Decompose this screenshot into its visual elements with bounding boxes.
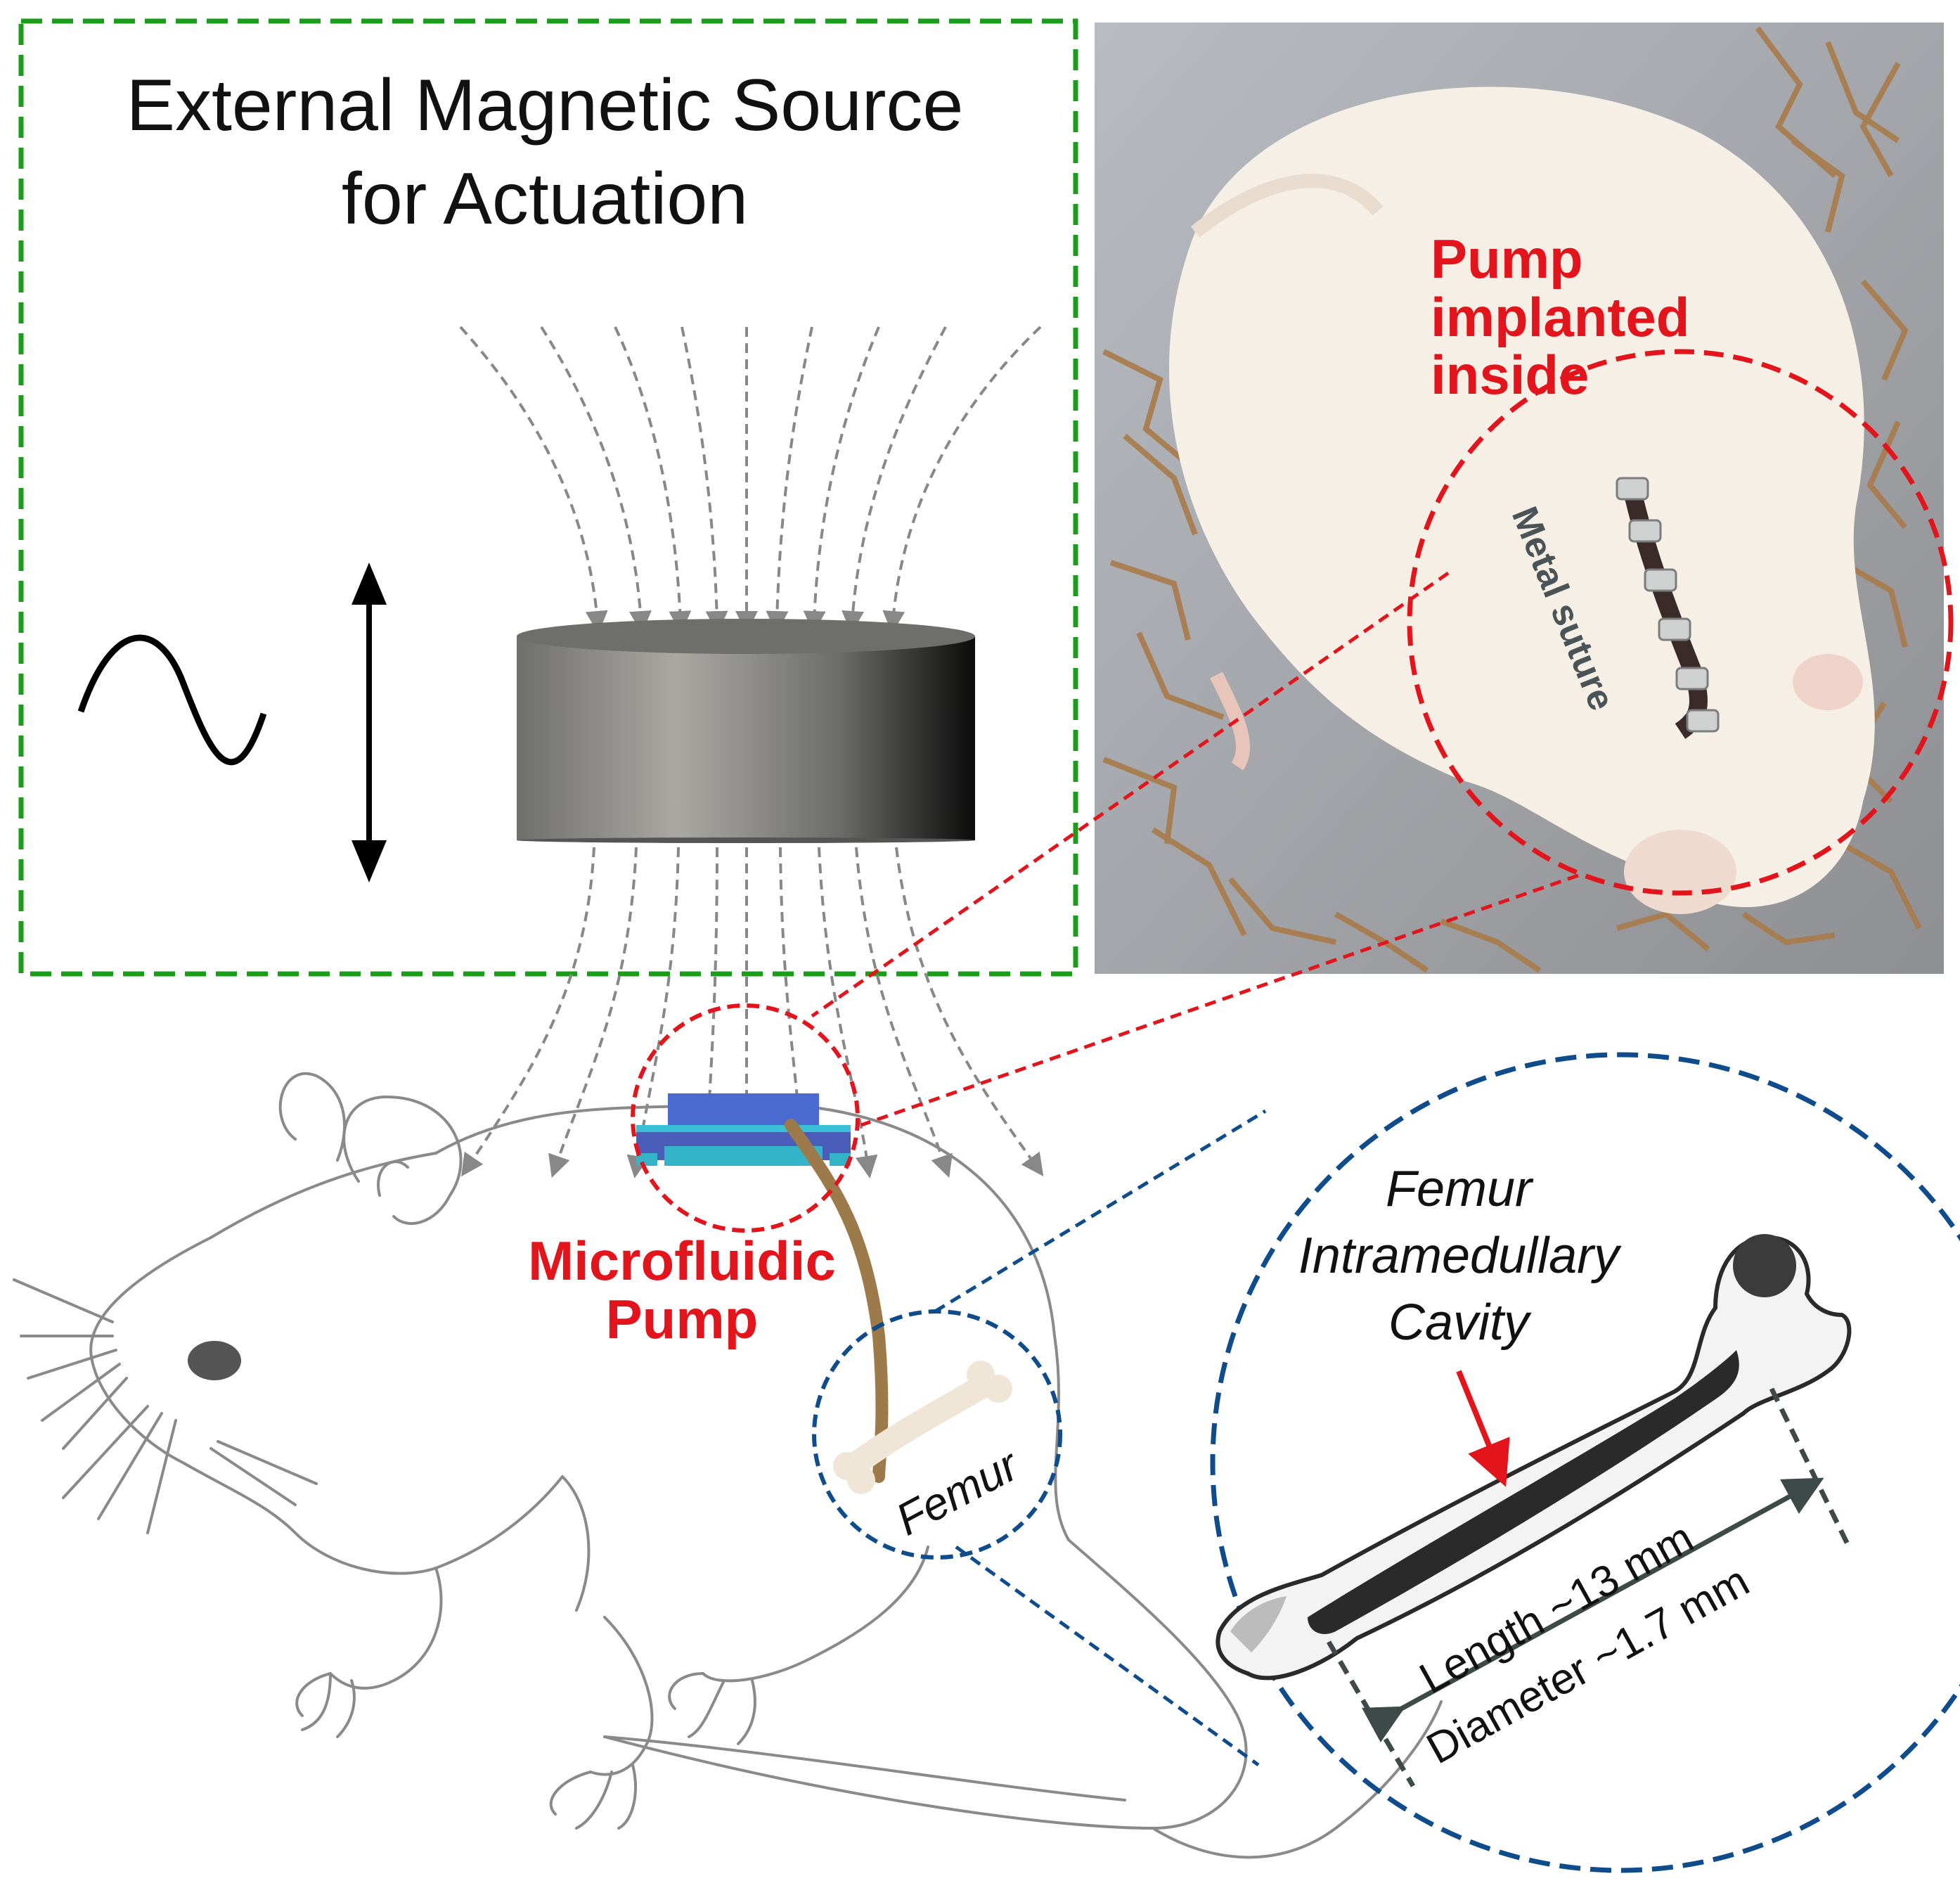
pump-highlight-circle xyxy=(631,1003,860,1233)
cavity-pointer-arrow xyxy=(1456,1370,1510,1487)
panel-border xyxy=(18,18,1078,977)
mouse-eye xyxy=(188,1341,241,1380)
bedding-texture xyxy=(1102,26,1922,973)
measurement-lines xyxy=(1326,1387,1852,1787)
magnet-cylinder xyxy=(517,619,975,843)
panel-title-line1: External Magnetic Source xyxy=(127,65,964,146)
external-magnet-panel: External Magnetic Source for Actuation xyxy=(18,18,1078,977)
sine-wave-icon xyxy=(77,634,267,766)
pump-label-line1: Microfluidic xyxy=(528,1230,836,1292)
femur-small-bone xyxy=(833,1361,1012,1494)
femur-title-line3: Cavity xyxy=(1388,1295,1532,1351)
femur-small-label: Femur xyxy=(888,1439,1028,1546)
pump-label-line2: Pump xyxy=(606,1288,759,1350)
femur-detail: Femur Intramedullary Cavity Length ~13 m… xyxy=(1210,1052,1960,1873)
photo-label-line1: Pump xyxy=(1431,228,1583,290)
femur-title-line2: Intramedullary xyxy=(1298,1228,1622,1284)
panel-title-line2: for Actuation xyxy=(342,158,748,240)
photo-highlight-circle xyxy=(1407,349,1954,896)
femur-connector-lines xyxy=(934,1109,1267,1767)
mouse-illustration xyxy=(13,1072,1443,1859)
femur-title-line1: Femur xyxy=(1386,1161,1534,1217)
photo-connector-lines xyxy=(811,571,1579,1127)
photo-label-line3: inside xyxy=(1431,344,1589,406)
catheter-tube xyxy=(785,1119,889,1483)
photo-label-line2: implanted xyxy=(1431,286,1689,348)
double-arrow-icon xyxy=(352,563,387,882)
femur-detail-circle xyxy=(1210,1052,1960,1873)
rat-photo: Pump implanted inside Metal suture xyxy=(1095,23,1954,974)
magnetic-field-lines-top xyxy=(459,326,1042,634)
metal-suture-clips xyxy=(1616,477,1720,733)
magnetic-field-lines-bottom xyxy=(461,847,1044,1178)
